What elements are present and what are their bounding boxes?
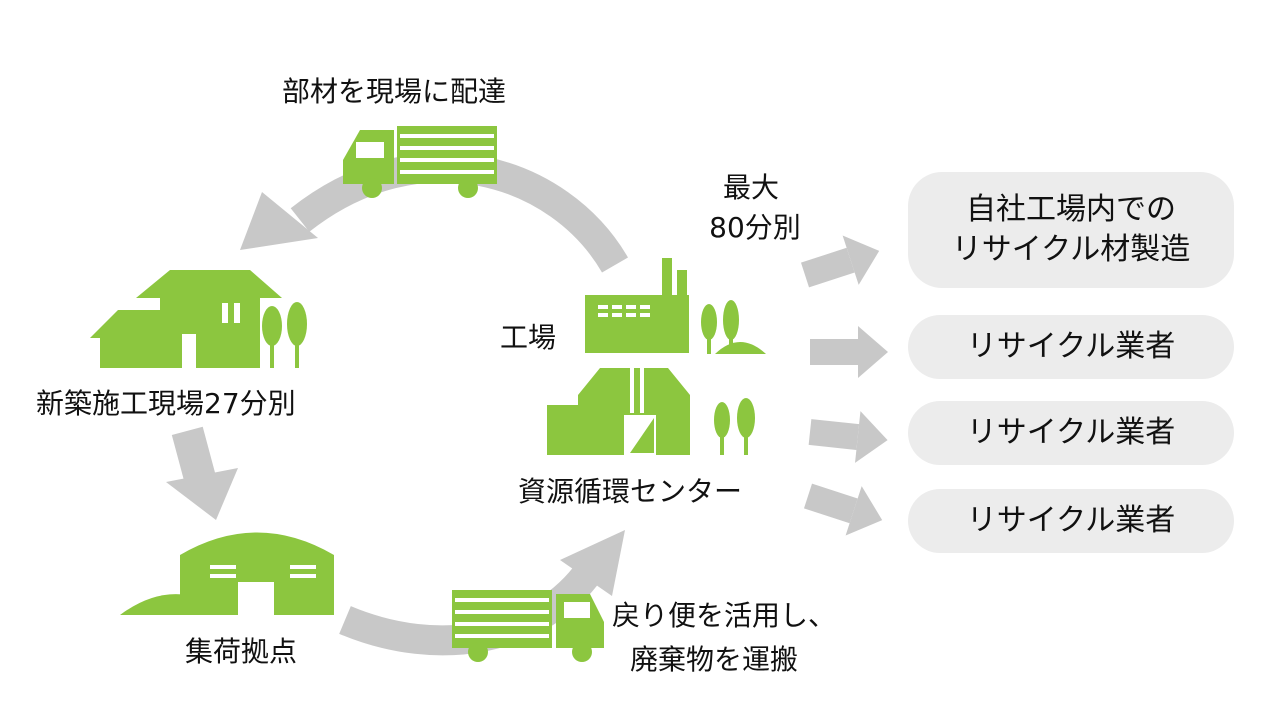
return-trip-label-line1: 戻り便を活用し、 bbox=[612, 599, 837, 632]
construction-site-label: 新築施工現場27分別 bbox=[36, 387, 296, 420]
sorting-label-line2: 80分別 bbox=[709, 211, 801, 244]
arrows-to-destinations bbox=[800, 235, 888, 536]
return-truck-icon bbox=[452, 590, 604, 662]
return-trip-label-line2: 廃棄物を運搬 bbox=[630, 643, 799, 676]
destination-in-house-recycling: 自社工場内での リサイクル材製造 bbox=[908, 172, 1234, 288]
destination-label: リサイクル業者 bbox=[966, 329, 1176, 364]
destination-recycler-3: リサイクル業者 bbox=[908, 489, 1234, 553]
recycling-center-label: 資源循環センター bbox=[518, 475, 743, 508]
construction-site-house-icon bbox=[90, 270, 307, 368]
delivery-label: 部材を現場に配達 bbox=[282, 75, 507, 108]
destination-recycler-2: リサイクル業者 bbox=[908, 401, 1234, 465]
sorting-label-line1: 最大 bbox=[722, 171, 779, 204]
destination-recycler-1: リサイクル業者 bbox=[908, 315, 1234, 379]
delivery-truck-icon bbox=[343, 126, 497, 198]
collection-point-label: 集荷拠点 bbox=[185, 635, 298, 668]
destination-line1: 自社工場内での bbox=[966, 192, 1176, 227]
destination-label: リサイクル業者 bbox=[966, 503, 1176, 538]
factory-icon bbox=[585, 258, 766, 354]
arrow-site-to-collection bbox=[166, 426, 238, 520]
destination-line2: リサイクル材製造 bbox=[951, 232, 1191, 267]
collection-point-icon bbox=[120, 532, 334, 615]
destination-label: リサイクル業者 bbox=[966, 415, 1176, 450]
factory-label: 工場 bbox=[500, 321, 557, 354]
recycling-center-icon bbox=[547, 368, 755, 455]
